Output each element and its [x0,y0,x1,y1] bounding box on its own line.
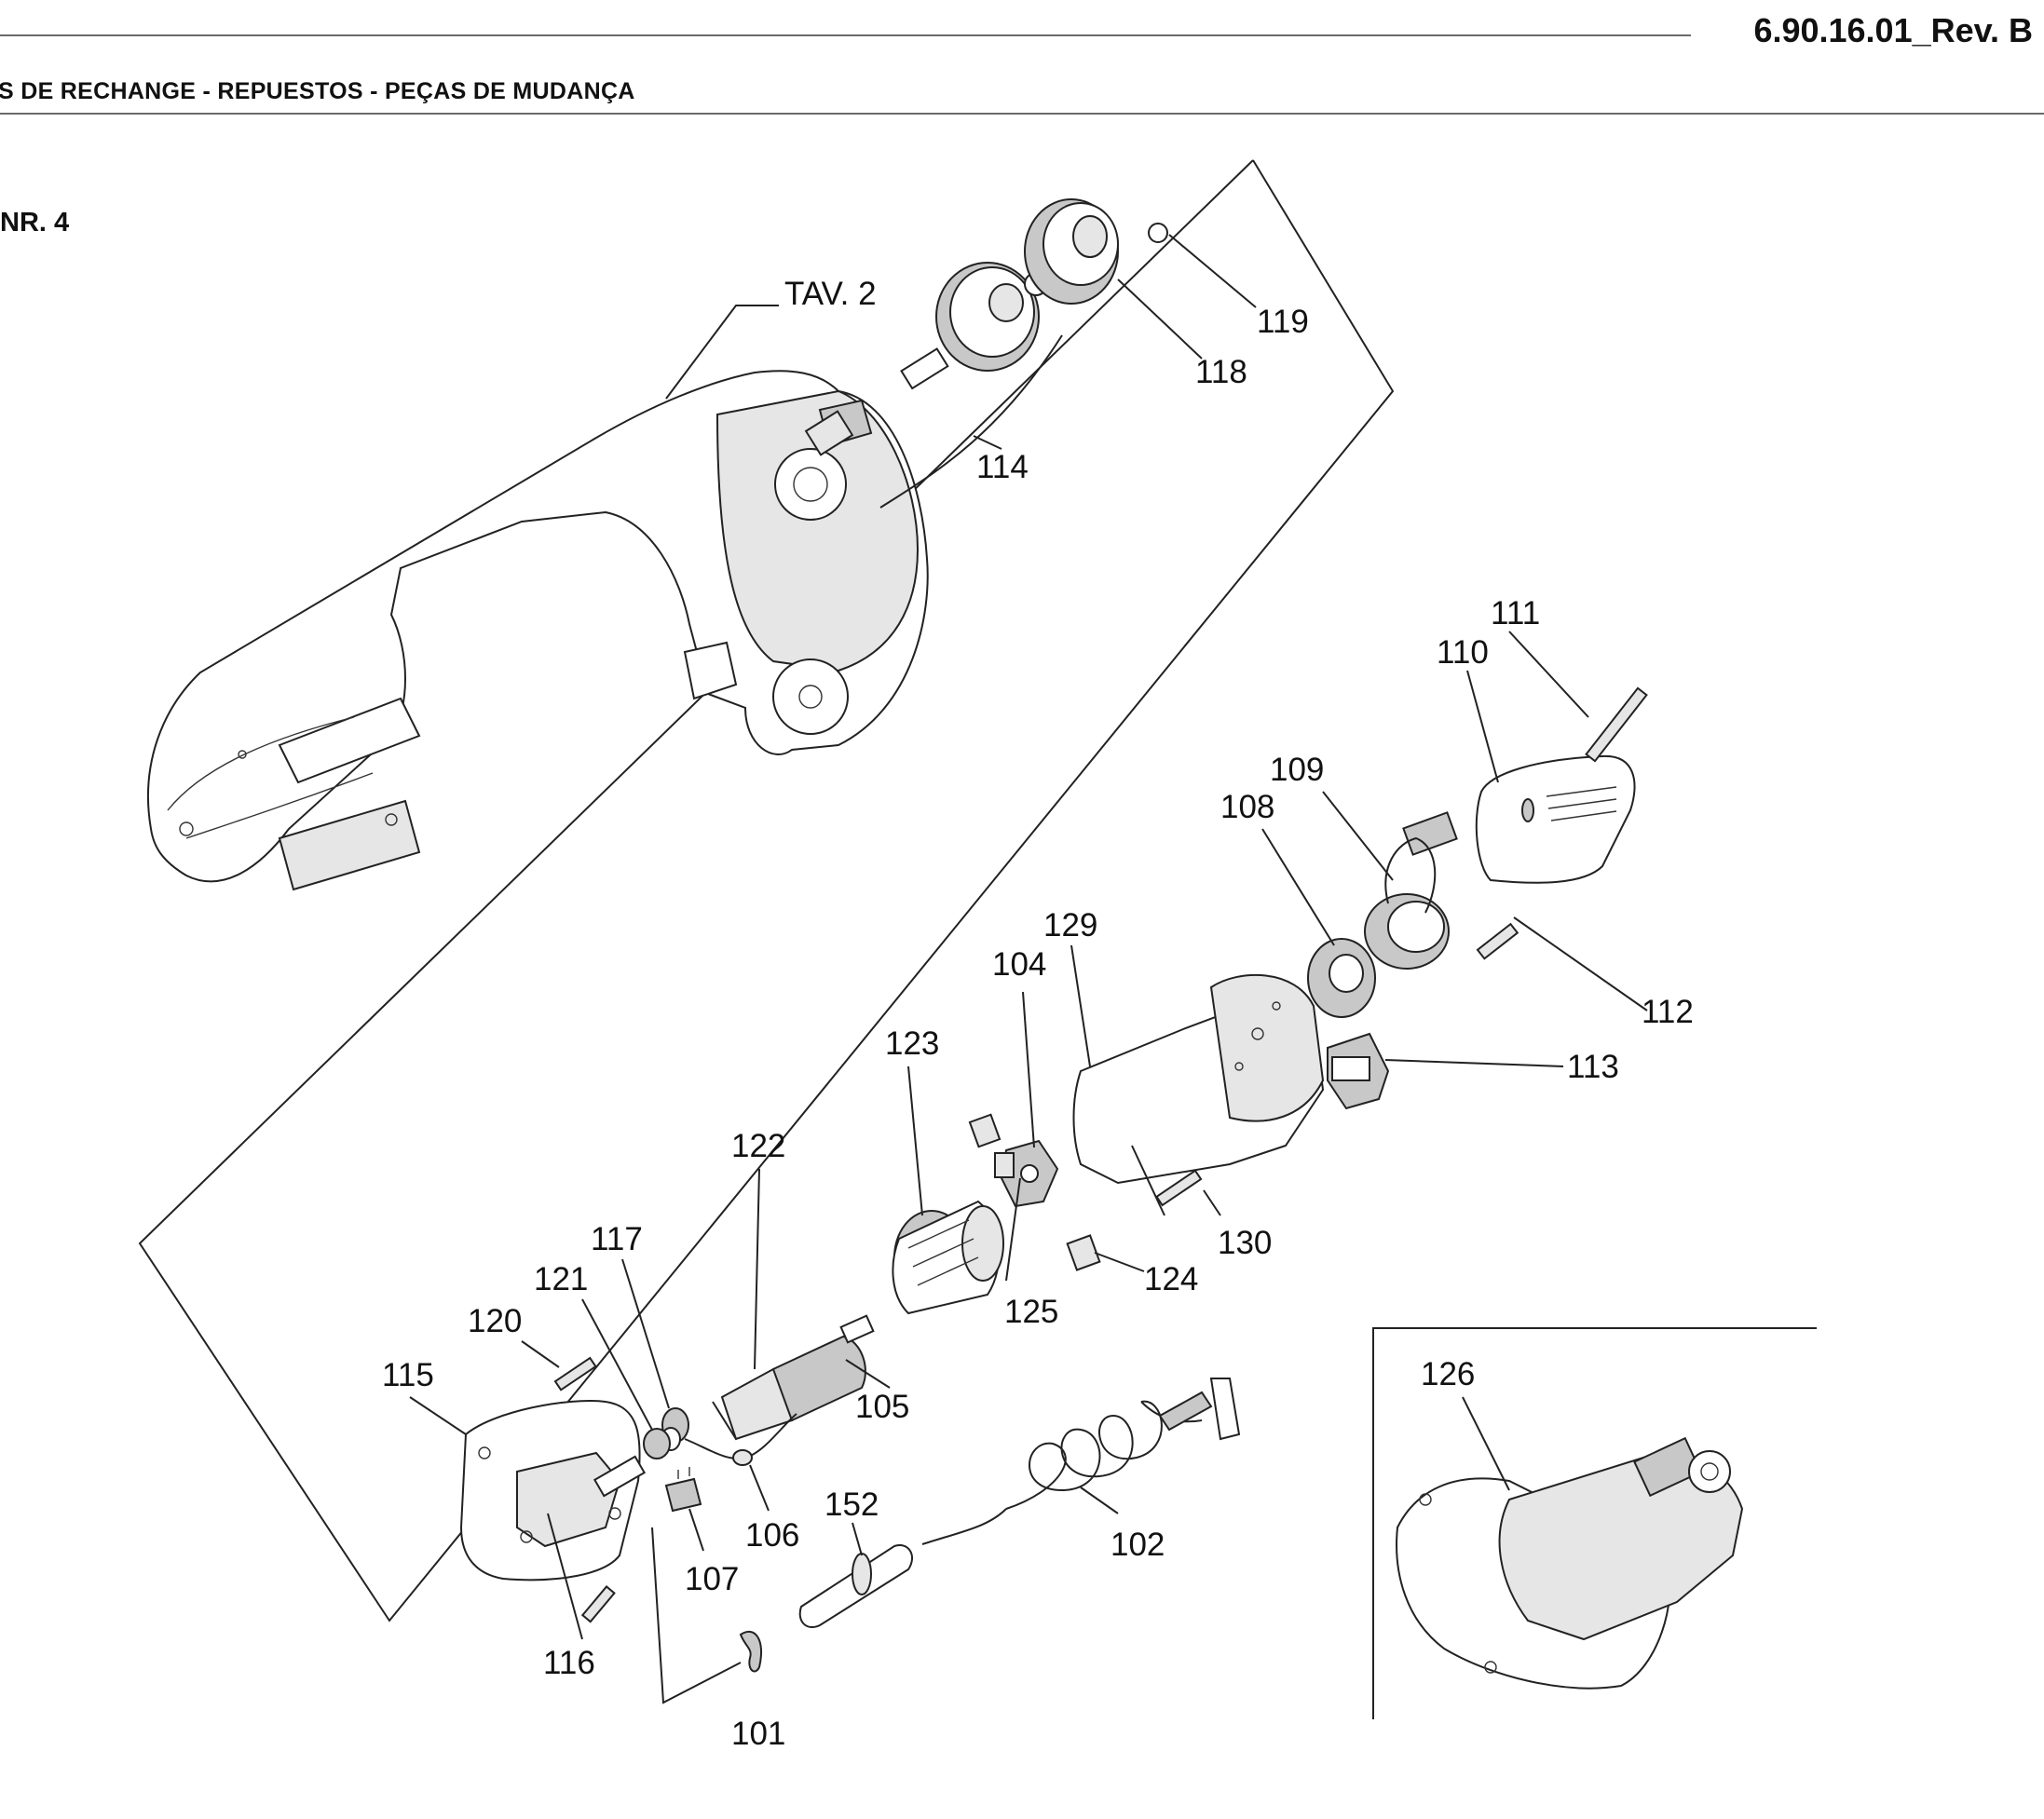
leader-109 [1322,791,1394,881]
callout-118: 118 [1195,354,1247,390]
screw-130-drawing [1155,1169,1203,1207]
callout-115: 115 [382,1357,434,1393]
callout-108: 108 [1220,789,1274,825]
spring-106-drawing [684,1413,797,1466]
leader-118 [1117,278,1203,360]
cable-bushing-152-drawing [798,1544,913,1628]
armature-105-drawing [712,1314,875,1441]
leader-116 [547,1513,583,1640]
callout-122: 122 [731,1128,785,1164]
switch-113-drawing [1327,1032,1390,1110]
leader-122 [754,1168,760,1370]
callout-105: 105 [855,1389,909,1425]
fan-108-drawing [1307,938,1376,1018]
callout-116: 116 [543,1645,595,1681]
capacitor-107-drawing [664,1467,702,1513]
callout-120: 120 [468,1303,522,1339]
leader-126 [1462,1396,1510,1491]
front-cover-115-drawing [459,1400,647,1581]
leader-102 [1080,1486,1119,1514]
header-rule-top [0,34,1691,36]
callout-117: 117 [591,1221,643,1257]
callout-102: 102 [1111,1527,1165,1563]
bearing-117-drawing [643,1407,689,1459]
callout-114: 114 [976,449,1029,485]
leader-113 [1384,1059,1564,1067]
brush-plate-104-drawing [968,1113,1101,1271]
leader-105 [845,1359,891,1389]
callout-126: 126 [1421,1356,1475,1392]
callout-106: 106 [745,1517,799,1554]
leader-110 [1466,670,1499,783]
callout-111: 111 [1491,595,1540,631]
callout-124: 124 [1144,1261,1198,1297]
leader-112 [1513,916,1648,1011]
bracket-114 [879,334,1063,509]
table-number: NR. 4 [0,208,70,238]
field-coil-123-drawing [892,1200,1004,1315]
leader-130 [1131,1145,1165,1216]
screw-112-drawing [1476,922,1519,960]
leader-125 [1005,1177,1021,1282]
callout-109: 109 [1270,752,1324,788]
assembly-frame [138,159,1395,1622]
callout-123: 123 [885,1025,939,1062]
callout-101: 101 [731,1716,785,1752]
screw-120-drawing [553,1356,597,1391]
end-cap-110-drawing [1475,754,1636,884]
screw-111-drawing [1585,686,1648,763]
leader-114 [973,435,1002,450]
inset-frame [1372,1327,1817,1719]
callout-121: 121 [534,1261,588,1297]
leader-123 [907,1066,923,1216]
leader-104 [1022,991,1035,1148]
bracket-101 [651,1527,742,1704]
brush-holder-109-drawing [1364,811,1458,970]
callout-125: 125 [1004,1294,1058,1330]
document-code: 6.90.16.01_Rev. B [1753,11,2033,49]
leader-152 [852,1522,863,1556]
callout-112: 112 [1642,994,1694,1030]
callout-119: 119 [1257,304,1309,340]
leader-130b [1203,1189,1221,1216]
leader-119 [1168,234,1257,308]
leader-120 [521,1340,560,1368]
stator-housing-129-drawing [1072,973,1325,1185]
callout-113: 113 [1567,1049,1619,1085]
callout-107: 107 [685,1561,739,1597]
handle-housing-drawing [147,370,929,891]
leader-124 [1094,1252,1145,1272]
leader-115 [409,1396,467,1435]
leader-108 [1261,828,1335,946]
leader-107 [688,1508,704,1552]
callout-130: 130 [1218,1225,1272,1261]
tav-reference-label: TAV. 2 [784,276,877,312]
leader-117 [621,1258,670,1409]
header-rule-bottom [0,113,2044,115]
clamp-101-drawing [739,1630,763,1673]
leader-106 [749,1464,770,1512]
complete-motor-126-drawing [1396,1436,1744,1690]
callout-152: 152 [824,1486,879,1523]
section-title: S DE RECHANGE - REPUESTOS - PEÇAS DE MUD… [0,78,635,104]
tav-leader [665,305,779,400]
callout-129: 129 [1043,907,1097,943]
leader-129 [1070,944,1091,1067]
power-cord-102-drawing [921,1378,1241,1545]
leader-111 [1508,631,1589,718]
callout-110: 110 [1437,634,1489,671]
screw-116-drawing [580,1585,616,1623]
callout-104: 104 [992,946,1046,983]
leader-121 [581,1298,653,1431]
gear-assembly-114-drawing [804,198,1168,456]
